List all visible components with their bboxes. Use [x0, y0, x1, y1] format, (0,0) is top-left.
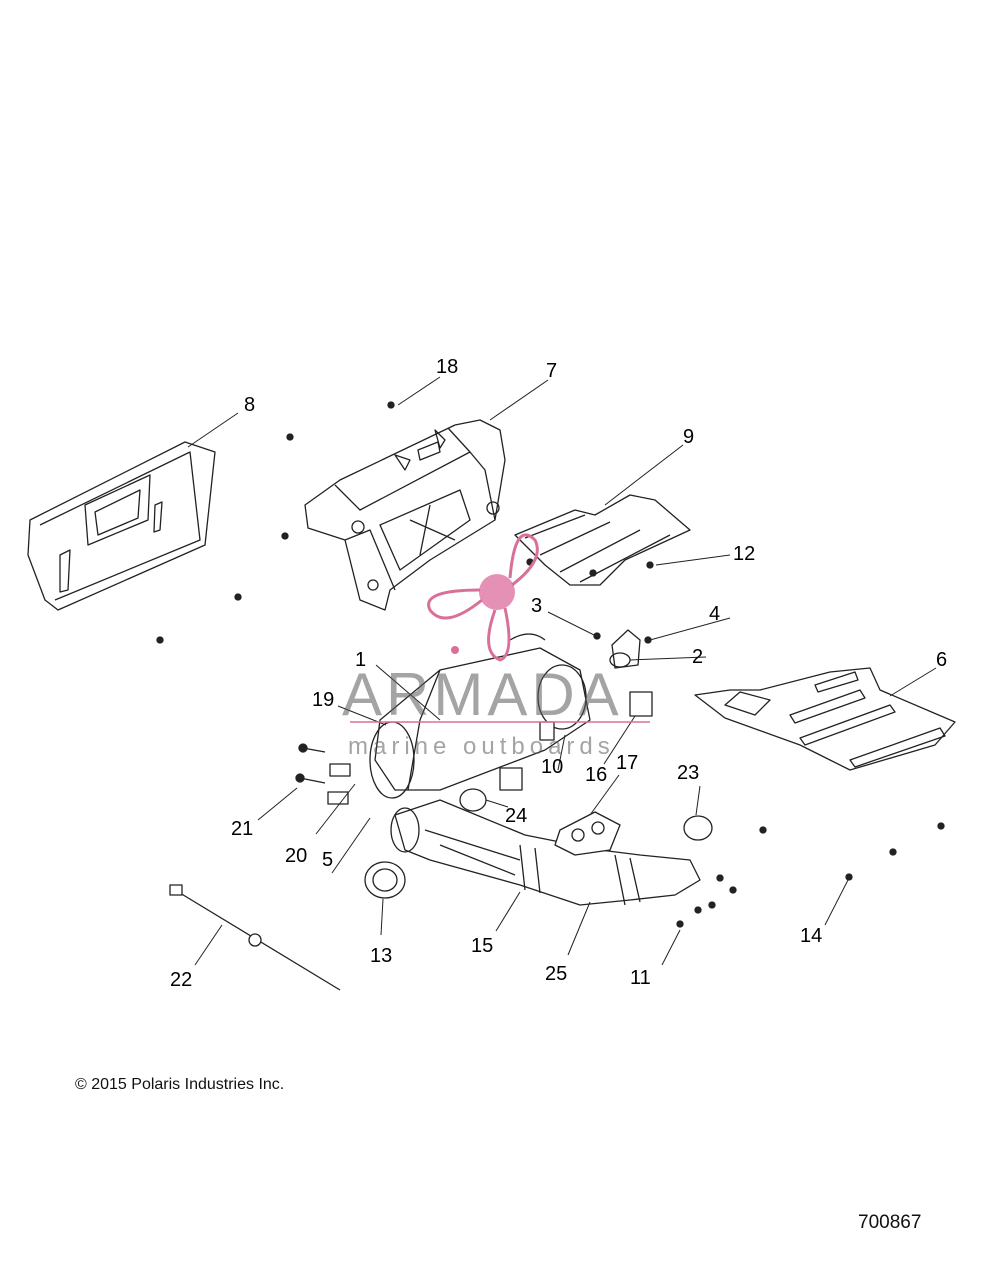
watermark-brand: ARMADA — [342, 661, 623, 728]
clamp-part-24 — [459, 788, 487, 812]
bolt-part-21 — [295, 743, 326, 784]
callout-4: 4 — [709, 603, 721, 625]
callout-10: 10 — [541, 756, 564, 778]
callout-12: 12 — [733, 543, 756, 565]
head-pipe-part-15 — [390, 799, 701, 906]
callout-17: 17 — [616, 752, 639, 774]
gasket-part-13 — [364, 861, 406, 899]
spring-part-20 — [327, 763, 351, 805]
callout-16: 16 — [585, 764, 608, 786]
gasket-part-17 — [554, 811, 621, 856]
leader-lines — [187, 376, 937, 966]
watermark-propeller-logo — [350, 533, 650, 723]
cable-tie-part-22 — [169, 884, 341, 991]
callout-20: 20 — [285, 845, 308, 867]
callout-18: 18 — [436, 356, 459, 378]
callout-3: 3 — [531, 595, 543, 617]
callout-9: 9 — [683, 426, 695, 448]
corrugated-shield-part-9 — [514, 494, 691, 586]
callout-11: 11 — [630, 967, 651, 989]
isolator-part-16 — [629, 691, 653, 717]
right-heat-shield-part-6 — [694, 667, 956, 771]
upper-heat-shield-part-7 — [304, 419, 506, 611]
callout-22: 22 — [170, 969, 193, 991]
callout-23: 23 — [677, 762, 700, 784]
callout-1: 1 — [355, 649, 367, 671]
muffler-part-1 — [369, 633, 591, 799]
document-number: 700867 — [858, 1212, 922, 1233]
callout-19: 19 — [312, 689, 335, 711]
callout-21: 21 — [231, 818, 254, 840]
callout-6: 6 — [936, 649, 948, 671]
callout-15: 15 — [471, 935, 494, 957]
copyright-notice: © 2015 Polaris Industries Inc. — [75, 1076, 285, 1093]
left-heat-shield-part-8 — [27, 441, 216, 611]
callout-24: 24 — [505, 805, 528, 827]
clamp-part-23 — [683, 815, 713, 841]
callout-13: 13 — [370, 945, 393, 967]
callout-25: 25 — [545, 963, 568, 985]
callout-7: 7 — [546, 360, 558, 382]
callout-5: 5 — [322, 849, 334, 871]
isolator-block — [499, 767, 523, 791]
watermark-tagline: marine outboards — [348, 733, 615, 760]
callout-14: 14 — [800, 925, 823, 947]
callout-8: 8 — [244, 394, 256, 416]
callout-2: 2 — [692, 646, 704, 668]
